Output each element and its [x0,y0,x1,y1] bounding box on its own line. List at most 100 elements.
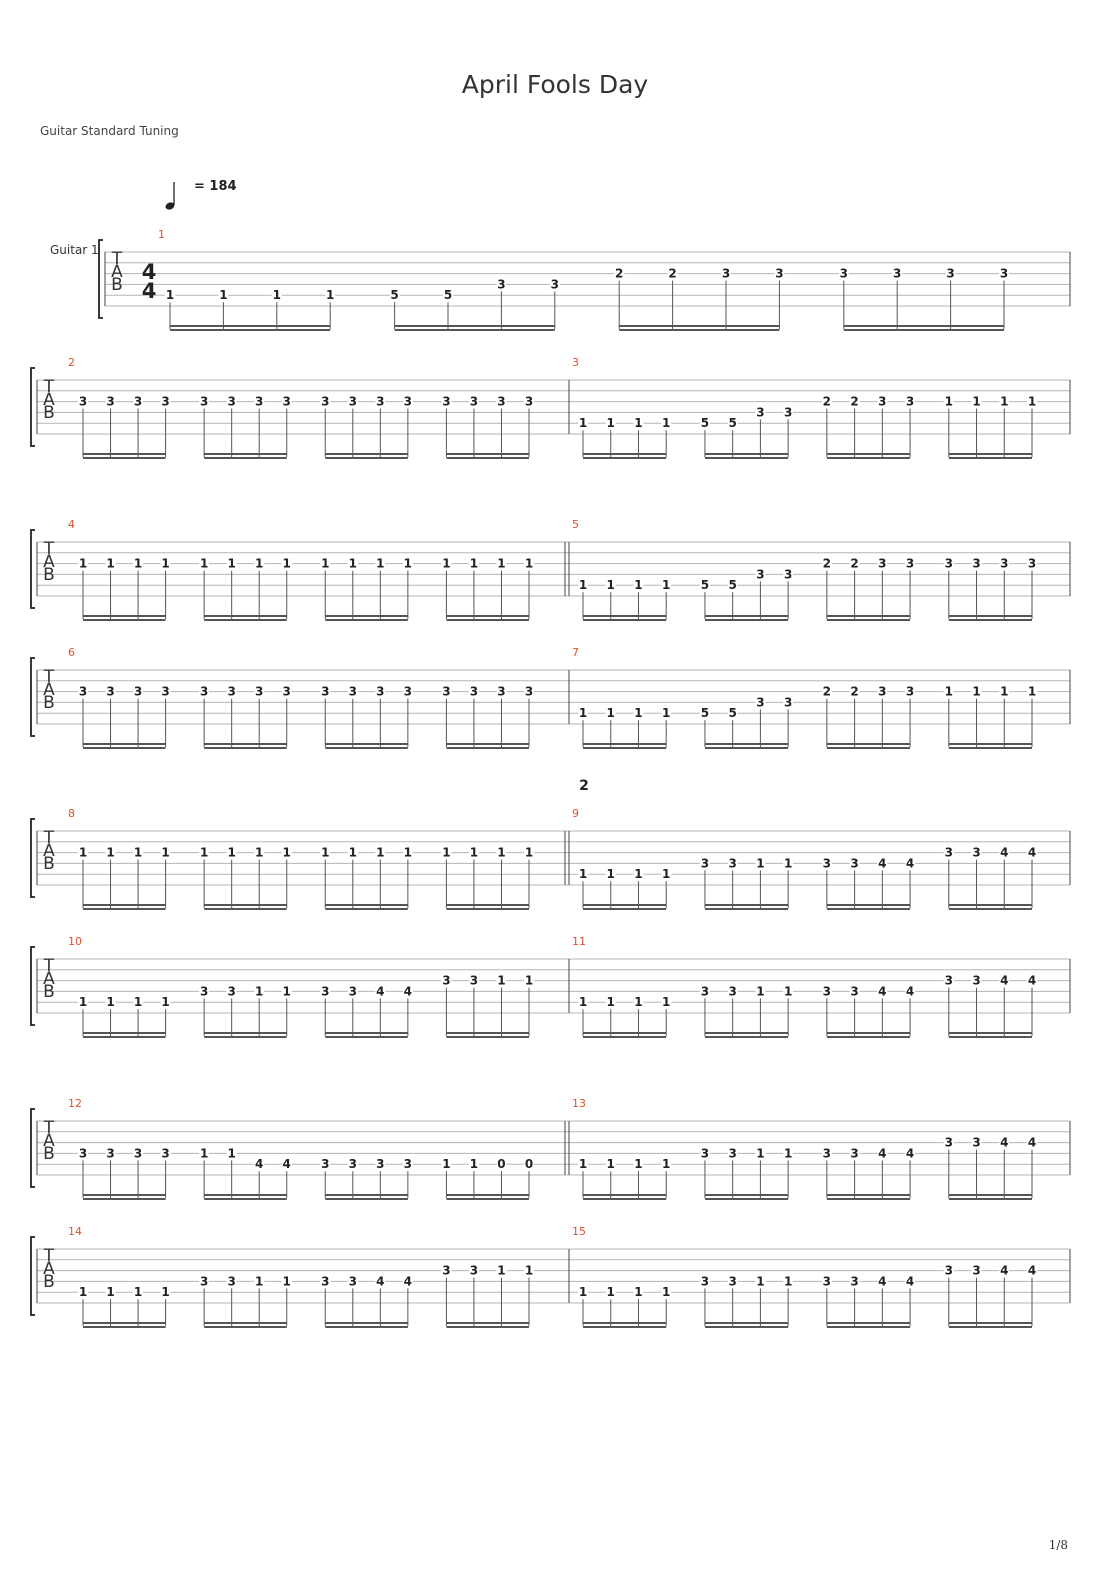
tab-clef-letter: T [111,249,123,269]
fret-number-bg [905,984,916,997]
fret-number: 3 [134,395,142,409]
note-beam [948,908,1032,910]
staff-bracket [30,529,35,609]
fret-number: 4 [255,1157,263,1171]
fret-number-bg [943,973,954,986]
fret-number-bg [661,1285,672,1298]
fret-number-bg [524,1157,534,1170]
fret-number: 3 [840,267,848,281]
fret-number: 3 [442,974,450,988]
fret-number-bg [821,1274,832,1287]
fret-number: 3 [823,856,831,870]
note-beam [446,615,529,617]
fret-number-bg [821,1146,832,1159]
fret-number: 3 [227,395,235,409]
fret-number-bg [133,684,144,697]
fret-number: 1 [634,416,642,430]
fret-number-bg [199,984,210,997]
fret-number-bg [320,684,331,697]
fret-number-bg [441,1157,452,1170]
note-beam [446,1036,529,1038]
note-beam [325,1198,408,1200]
note-beam [83,457,166,459]
fret-number: 1 [756,984,764,998]
note-beam [948,1198,1032,1200]
fret-number: 3 [945,974,953,988]
fret-number-bg [633,1285,644,1298]
bar-number: 2 [68,356,75,369]
fret-number: 1 [283,1274,291,1288]
fret-number: 1 [326,288,334,302]
fret-number: 3 [823,1146,831,1160]
fret-number-bg [441,684,452,697]
fret-number-bg [78,684,88,697]
note-beam [446,1032,529,1034]
fret-number: 3 [349,395,357,409]
note-beam [446,1194,529,1196]
fret-number-bg [524,1263,534,1276]
fret-number-bg [281,394,292,407]
fret-number: 1 [79,1285,87,1299]
fret-number-bg [468,845,479,858]
fret-number-bg [727,984,738,997]
fret-number: 2 [823,685,831,699]
note-beam [704,1032,789,1034]
fret-number-bg [633,867,644,880]
note-beam [325,1032,408,1034]
fret-number: 3 [906,395,914,409]
fret-number: 1 [227,846,235,860]
bar-number: 3 [572,356,579,369]
fret-number-bg [849,984,860,997]
fret-number: 1 [972,395,980,409]
tab-clef-letter: B [43,403,55,423]
fret-number: 3 [161,1146,169,1160]
fret-number: 3 [893,267,901,281]
fret-number: 1 [161,846,169,860]
fret-number: 3 [404,1157,412,1171]
fret-number-bg [226,394,237,407]
fret-number-bg [347,684,358,697]
fret-number-bg [160,1146,171,1159]
fret-number-bg [727,856,738,869]
fret-number: 4 [376,1274,384,1288]
fret-number-bg [549,277,560,290]
fret-number-bg [226,984,237,997]
fret-number: 3 [161,395,169,409]
note-beam [948,457,1032,459]
fret-number: 2 [668,267,676,281]
fret-number-bg [281,845,292,858]
staff-bracket [30,1108,35,1188]
fret-number-bg [661,995,672,1008]
fret-number-bg [1027,556,1037,569]
note-beam [583,1326,667,1328]
note-beam [826,1036,911,1038]
fret-number: 3 [79,1146,87,1160]
fret-number-bg [524,845,534,858]
fret-number-bg [199,556,210,569]
note-beam [204,743,287,745]
note-beam [843,329,1004,331]
fret-number: 3 [784,405,792,419]
note-beam [446,453,529,455]
note-beam [204,615,287,617]
note-beam [446,1198,529,1200]
fret-number-bg [375,845,386,858]
fret-number: 3 [255,685,263,699]
fret-number-bg [605,867,616,880]
fret-number: 2 [850,685,858,699]
note-beam [826,1194,911,1196]
note-beam [170,325,331,327]
note-beam [704,1326,789,1328]
fret-number-bg [105,845,116,858]
fret-number-bg [849,1146,860,1159]
fret-number: 1 [579,995,587,1009]
fret-number: 3 [442,395,450,409]
tab-clef-letter: B [43,1272,55,1292]
note-beam [619,325,780,327]
staff-bracket [30,657,35,737]
note-beam [204,904,287,906]
fret-number-bg [999,845,1010,858]
note-beam [826,1198,911,1200]
note-beam [583,1322,667,1324]
fret-number-bg [578,995,588,1008]
